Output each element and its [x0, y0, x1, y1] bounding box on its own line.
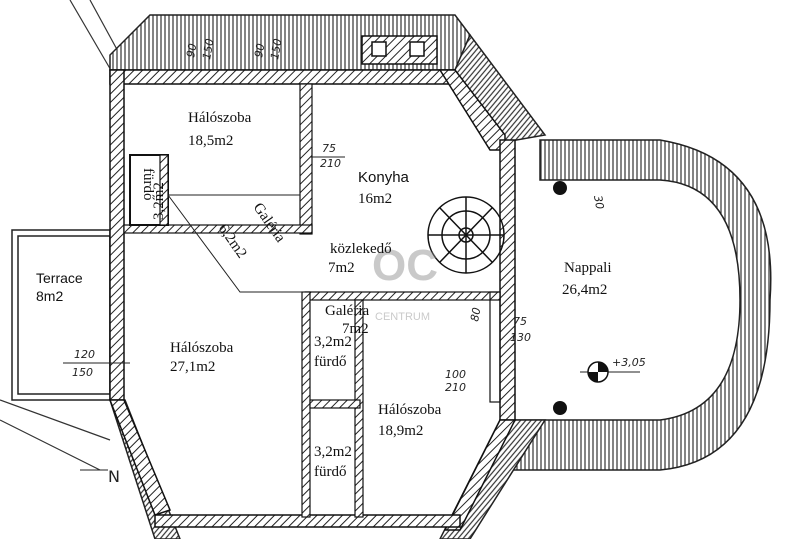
watermark: OC CENTRUM	[372, 241, 438, 323]
kitchen-area: 16m2	[358, 191, 392, 207]
living-offset-dim: 30	[591, 194, 606, 210]
bath-bottom-name: fürdő	[314, 464, 347, 480]
bath-left-name: fürdő	[140, 168, 156, 201]
bath-mid-area: 3,2m2	[314, 334, 352, 350]
watermark-logo: OC	[372, 241, 438, 290]
bedroom-top-area: 18,5m2	[188, 133, 233, 149]
bath-bottom-area: 3,2m2	[314, 444, 352, 460]
door-kitchen-width: 75	[322, 142, 336, 155]
bedroom-left-name: Hálószoba	[170, 340, 234, 356]
roof-eaves	[108, 14, 772, 539]
north-label: N	[108, 467, 120, 486]
north-marker: N	[80, 467, 120, 486]
bedroom-top-name: Hálószoba	[188, 110, 252, 126]
bedroom-left-area: 27,1m2	[170, 359, 215, 375]
terrace	[11, 229, 111, 401]
gallery-mid-name: Galéria	[325, 303, 369, 319]
kitchen-name: Konyha	[358, 169, 410, 186]
gallery-left-name: Galéria	[250, 200, 289, 246]
window-top-2-width: 90	[252, 42, 267, 58]
chimney	[361, 35, 438, 65]
bedroom-right-name: Hálószoba	[378, 402, 442, 418]
bath-mid-name: fürdő	[314, 354, 347, 370]
level-marker: +3,05	[580, 356, 646, 383]
door-right-width: 100	[445, 368, 466, 381]
door-gallery-dim: 80	[468, 306, 483, 322]
terrace-area: 8m2	[36, 288, 63, 304]
hallway-name: közlekedő	[330, 241, 392, 257]
watermark-text: CENTRUM	[375, 311, 430, 323]
living-area: 26,4m2	[562, 282, 607, 298]
bedroom-right-area: 18,9m2	[378, 423, 423, 439]
window-terrace-height: 150	[72, 366, 93, 379]
door-right-height: 210	[445, 381, 466, 394]
spiral-staircase	[427, 196, 505, 274]
bath-left-area: 3,2m2	[151, 182, 167, 220]
gallery-outline	[167, 194, 305, 293]
dimension-labels: 90 150 90 150 75 210 120 150 75 130 100 …	[63, 38, 606, 394]
door-kitchen-height: 210	[320, 157, 341, 170]
interior-walls	[123, 83, 501, 518]
window-top-2-height: 150	[268, 38, 284, 61]
hallway-area: 7m2	[328, 260, 355, 276]
window-terrace-width: 120	[74, 348, 95, 361]
window-top-1-height: 150	[200, 38, 216, 61]
window-right-width: 75	[513, 315, 527, 328]
window-top-1-width: 90	[184, 42, 199, 58]
column-marks	[553, 181, 567, 415]
level-value: +3,05	[612, 356, 646, 369]
terrace-name: Terrace	[36, 270, 83, 286]
site-lines	[0, 0, 121, 471]
window-right-height: 130	[510, 331, 531, 344]
exterior-walls	[108, 69, 517, 531]
gallery-mid-area: 7m2	[342, 321, 369, 337]
living-name: Nappali	[564, 260, 611, 276]
